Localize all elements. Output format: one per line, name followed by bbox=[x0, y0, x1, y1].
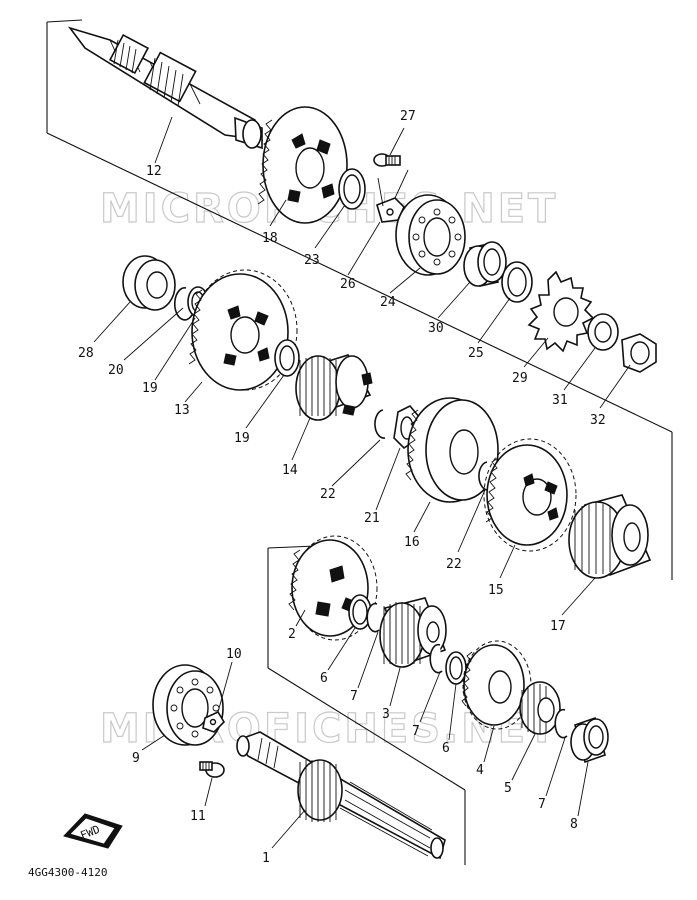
sprocket-29 bbox=[527, 270, 595, 353]
callout-13: 13 bbox=[174, 403, 190, 418]
callout-12: 12 bbox=[146, 164, 162, 179]
gear-14 bbox=[295, 354, 373, 421]
callout-9: 9 bbox=[132, 751, 140, 766]
callout-16: 16 bbox=[404, 535, 420, 550]
callout-19-upper: 19 bbox=[142, 381, 158, 396]
leader-lines bbox=[93, 116, 631, 849]
main-axle-assembly-frame bbox=[46, 19, 673, 580]
screw-11 bbox=[199, 761, 225, 778]
circlip-22-lower bbox=[478, 461, 490, 491]
drive-axle-shaft bbox=[236, 731, 446, 860]
callout-25: 25 bbox=[468, 346, 484, 361]
plate-26 bbox=[376, 169, 409, 223]
callout-3: 3 bbox=[382, 707, 390, 722]
gear-17 bbox=[568, 494, 652, 579]
callout-7-middle: 7 bbox=[412, 724, 420, 739]
circlip-7-lower bbox=[554, 708, 568, 739]
callout-7-lower: 7 bbox=[538, 797, 546, 812]
main-axle-shaft bbox=[67, 26, 264, 150]
circlip-7-middle bbox=[429, 643, 443, 674]
bearing-28 bbox=[122, 255, 176, 311]
callout-11: 11 bbox=[190, 809, 206, 824]
callout-20: 20 bbox=[108, 363, 124, 378]
callout-19-lower: 19 bbox=[234, 431, 250, 446]
bearing-24 bbox=[395, 194, 466, 276]
callout-4: 4 bbox=[476, 763, 484, 778]
screw-27 bbox=[373, 153, 401, 167]
needle-bearing-8 bbox=[570, 716, 609, 764]
callout-27: 27 bbox=[400, 109, 416, 124]
callout-23: 23 bbox=[304, 253, 320, 268]
callout-labels: 12 18 27 23 26 24 30 25 29 31 32 28 20 1… bbox=[78, 109, 606, 866]
washer-23 bbox=[338, 168, 366, 210]
callout-15: 15 bbox=[488, 583, 504, 598]
circlip-20 bbox=[173, 287, 195, 321]
bearing-9 bbox=[152, 664, 224, 746]
callout-22-upper: 22 bbox=[320, 487, 336, 502]
callout-7-upper: 7 bbox=[350, 689, 358, 704]
callout-5: 5 bbox=[504, 781, 512, 796]
callout-21: 21 bbox=[364, 511, 380, 526]
circlip-7-upper bbox=[366, 602, 380, 633]
callout-26: 26 bbox=[340, 277, 356, 292]
callout-2: 2 bbox=[288, 627, 296, 642]
nut-32 bbox=[621, 333, 657, 373]
callout-17: 17 bbox=[550, 619, 566, 634]
collar-30 bbox=[463, 241, 507, 287]
callout-6-middle: 6 bbox=[442, 741, 450, 756]
callout-29: 29 bbox=[512, 371, 528, 386]
callout-22-lower: 22 bbox=[446, 557, 462, 572]
callout-6-upper: 6 bbox=[320, 671, 328, 686]
washer-19-lower bbox=[274, 339, 300, 377]
gear-3 bbox=[379, 597, 447, 668]
circlip-22-upper bbox=[374, 409, 386, 439]
callout-28: 28 bbox=[78, 346, 94, 361]
lock-washer-31 bbox=[587, 313, 619, 351]
callout-30: 30 bbox=[428, 321, 444, 336]
callout-24: 24 bbox=[380, 295, 396, 310]
callout-18: 18 bbox=[262, 231, 278, 246]
callout-14: 14 bbox=[282, 463, 298, 478]
callout-8: 8 bbox=[570, 817, 578, 832]
plate-10 bbox=[202, 710, 226, 733]
fwd-arrow-icon: FWD bbox=[63, 813, 123, 849]
callout-1: 1 bbox=[262, 851, 270, 866]
gear-5 bbox=[519, 681, 561, 735]
callout-31: 31 bbox=[552, 393, 568, 408]
gear-18 bbox=[257, 106, 348, 224]
callout-10: 10 bbox=[226, 647, 242, 662]
washer-6-upper bbox=[348, 594, 372, 630]
callout-32: 32 bbox=[590, 413, 606, 428]
oil-seal-25 bbox=[501, 261, 533, 303]
gear-13 bbox=[188, 269, 298, 391]
gear-15 bbox=[483, 438, 577, 552]
diagram-part-number: 4GG4300-4120 bbox=[28, 866, 107, 879]
